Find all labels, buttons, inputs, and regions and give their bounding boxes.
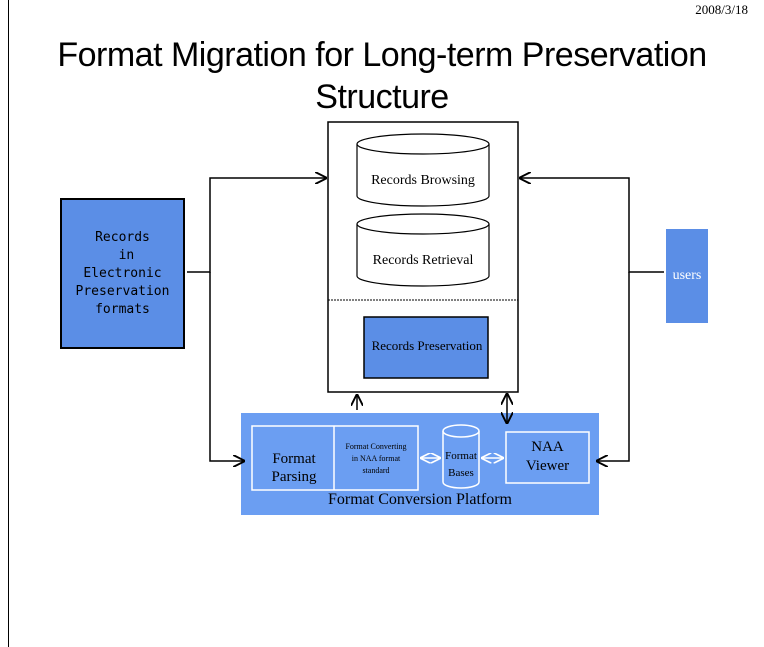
arrow-users-to-viewer [597,272,630,461]
title-line-2: Structure [315,78,449,116]
format-conversion-platform [241,413,599,515]
format-bases-label: Format Bases [445,450,477,479]
platform-name-label: Format Conversion Platform [328,491,512,508]
records-preservation-label: Records Preservation [371,338,483,353]
format-parsing-label: Format Parsing [271,451,317,485]
records-browsing-cylinder [356,133,490,207]
title-line-1: Format Migration for Long-term Preservat… [57,36,707,74]
arrow-users-to-system [520,178,664,273]
records-retrieval-label: Records Retrieval [372,253,474,268]
slide-title: Format Migration for Long-term Preservat… [0,34,764,118]
format-bases-cylinder [442,424,480,489]
naa-viewer-box [505,431,590,484]
arrow-records-to-platform [209,272,244,461]
page-border [8,0,9,647]
format-converting-label: Format Converting in NAA format standard [345,442,407,475]
records-retrieval-cylinder [356,213,490,287]
slide-date: 2008/3/18 [695,2,748,17]
records-electronic-formats-box: Records in Electronic Preservation forma… [60,198,185,349]
records-browsing-label: Records Browsing [371,173,475,188]
arrow-records-to-system [187,178,326,273]
naa-viewer-label: NAA Viewer [525,439,570,474]
parsing-converting-box [251,425,419,491]
users-box: users [666,229,708,323]
records-preservation-box [363,316,489,379]
